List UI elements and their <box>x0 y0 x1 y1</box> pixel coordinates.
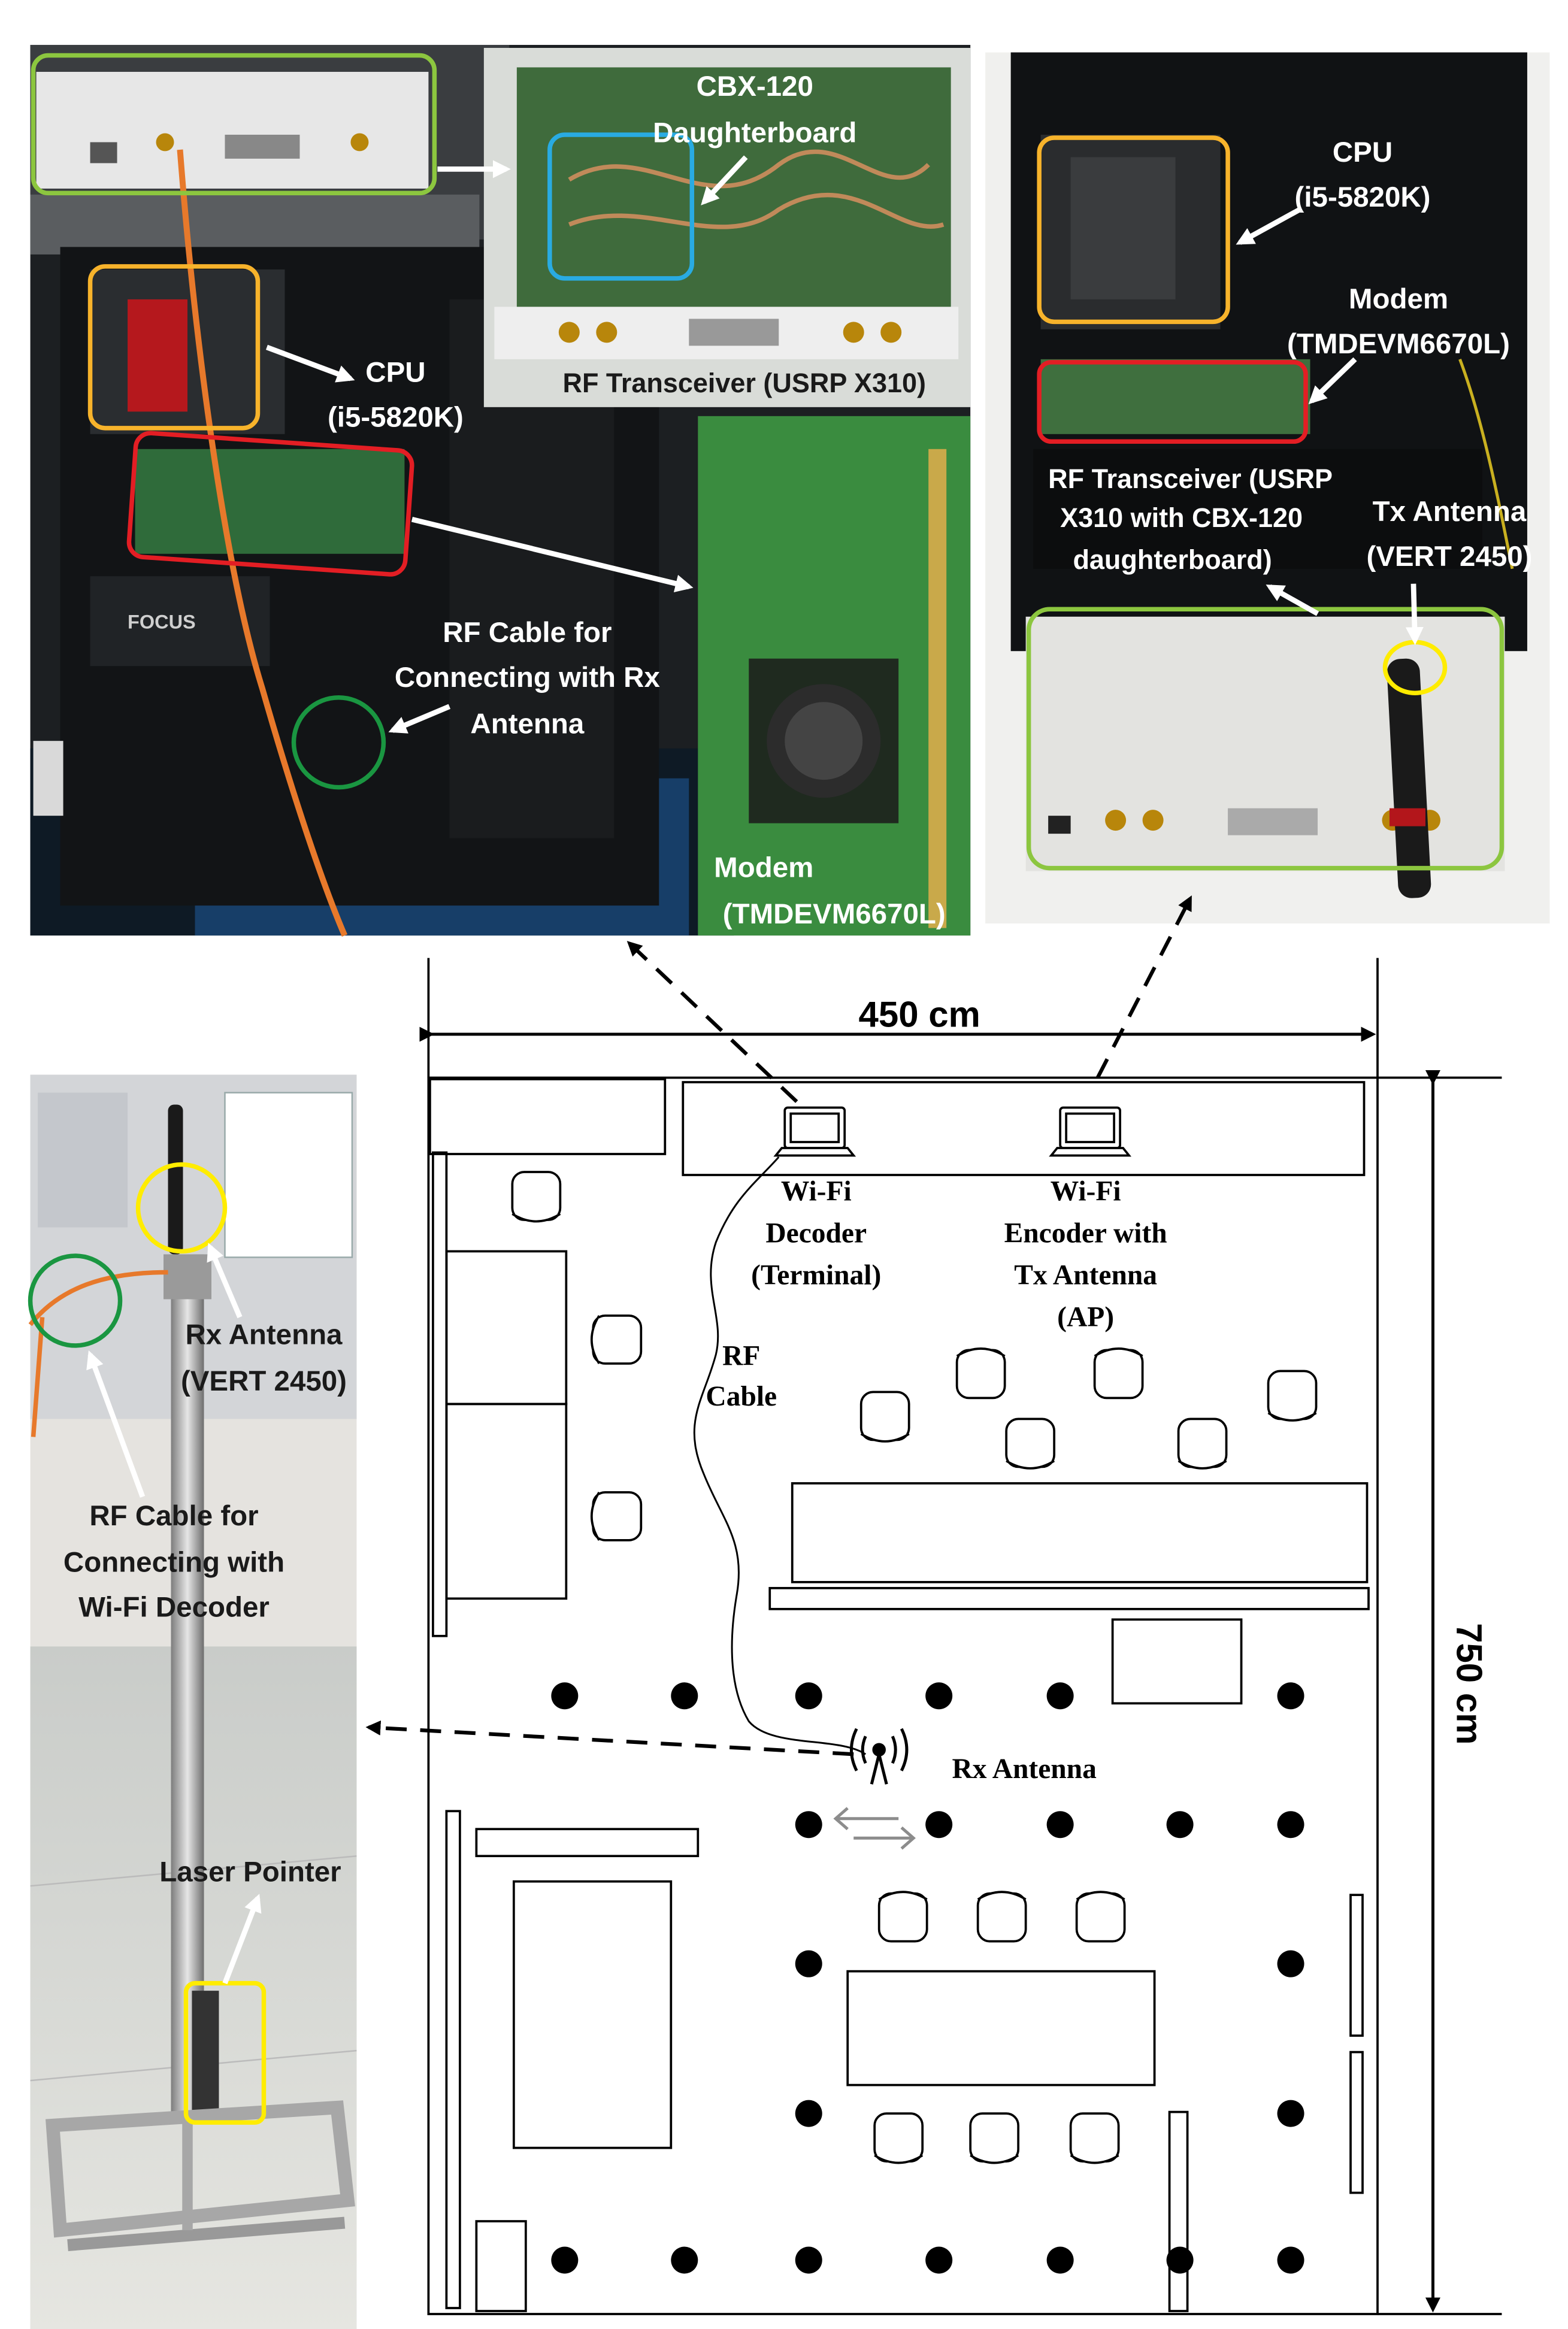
photo-ap-pc <box>985 52 1550 924</box>
laser-pointer-label: Laser Pointer <box>159 1856 341 1888</box>
height-label: 750 cm <box>1449 1623 1489 1745</box>
encoder-label-line4: (AP) <box>1057 1301 1114 1332</box>
rx-antenna-label: Rx Antenna <box>952 1753 1097 1785</box>
room-outline <box>427 1076 1379 2315</box>
photo3-arrows <box>86 1243 262 1985</box>
floorplan-dimensions: 450 cm 750 cm <box>858 995 1489 1745</box>
cpu-label-line2: (i5-5820K) <box>328 401 464 433</box>
modem-label-line1: Modem <box>714 852 813 884</box>
ap-modem-highlight-frame <box>1037 360 1308 444</box>
photo-rx-stand <box>28 1074 357 2329</box>
cpu-highlight-frame <box>87 264 261 431</box>
rf-cable-label-line3: Antenna <box>470 708 584 740</box>
cable-highlight-circle <box>291 695 386 790</box>
photo1-labels: CBX-120 Daughterboard CPU (i5-5820K) RF … <box>328 71 946 930</box>
dashed-link-arrows <box>365 895 1192 1756</box>
rf-cable-label-line1: RF Cable for <box>443 617 612 649</box>
modem-label-line2: (TMDEVM6670L) <box>723 898 946 930</box>
cpu-label-line1: CPU <box>365 356 425 388</box>
ap-cpu-label-line1: CPU <box>1333 137 1393 168</box>
rf-cable-label-line1: RF <box>722 1340 760 1371</box>
rf-cable-label-line2: Connecting with Rx <box>395 662 661 693</box>
laptop-decoder-icon <box>773 1106 856 1157</box>
rx-label-line2: (VERT 2450) <box>181 1365 347 1397</box>
ap-modem-label-line1: Modem <box>1349 283 1448 315</box>
rx-cable-label-line2: Connecting with <box>63 1546 284 1578</box>
rf-cable-line <box>693 1156 867 1755</box>
cbx-highlight-frame <box>547 132 695 281</box>
modem-highlight-frame <box>126 431 414 577</box>
photo2-labels: CPU (i5-5820K) Modem (TMDEVM6670L) RF Tr… <box>1048 137 1532 575</box>
tx-antenna-label-line2: (VERT 2450) <box>1366 541 1532 573</box>
rx-cable-label-line1: RF Cable for <box>89 1500 258 1532</box>
rf-transceiver-label: RF Transceiver (USRP X310) <box>563 368 927 398</box>
encoder-label-line1: Wi-Fi <box>1051 1176 1121 1207</box>
chairs <box>511 1171 1318 2164</box>
decoder-label-line2: Decoder <box>765 1217 867 1249</box>
ap-cpu-highlight-frame <box>1037 135 1230 325</box>
case-brand-text: FOCUS <box>128 611 196 633</box>
rx-antenna-icon <box>850 1728 909 1785</box>
floor-plan <box>419 958 1502 2315</box>
encoder-label-line3: Tx Antenna <box>1014 1259 1157 1291</box>
desk-top <box>682 1081 1366 1176</box>
ap-usrp-highlight-frame <box>1026 607 1505 871</box>
decoder-label-line1: Wi-Fi <box>781 1176 852 1207</box>
rx-cable-highlight <box>28 1253 123 1348</box>
laptop-encoder-icon <box>1049 1106 1132 1157</box>
cbx-label-line1: CBX-120 <box>697 71 813 102</box>
ap-rf-label-line2: X310 with CBX-120 <box>1060 502 1303 533</box>
encoder-label-line2: Encoder with <box>1004 1217 1167 1249</box>
decoder-label-line3: (Terminal) <box>751 1259 881 1291</box>
ap-rf-label-line1: RF Transceiver (USRP <box>1048 464 1333 494</box>
rx-cable-label-line3: Wi-Fi Decoder <box>78 1591 270 1623</box>
photo-terminal-pc: FOCUS <box>30 44 971 937</box>
rx-label-line1: Rx Antenna <box>185 1319 343 1350</box>
rx-antenna-highlight <box>135 1162 228 1254</box>
photo1-arrows <box>265 155 748 734</box>
movement-arrow <box>833 1807 916 1850</box>
ap-rf-label-line3: daughterboard) <box>1073 544 1272 575</box>
measurement-points <box>551 1682 1304 2274</box>
photo3-labels: Rx Antenna (VERT 2450) RF Cable for Conn… <box>63 1319 347 1888</box>
tx-antenna-label-line1: Tx Antenna <box>1373 496 1527 528</box>
photo2-arrows <box>1236 207 1424 646</box>
rf-cable-label-line2: Cable <box>706 1381 777 1412</box>
ap-cpu-label-line2: (i5-5820K) <box>1295 181 1431 213</box>
cbx-label-line2: Daughterboard <box>653 117 856 149</box>
ap-modem-label-line2: (TMDEVM6670L) <box>1287 328 1510 360</box>
usrp-highlight-frame <box>31 53 437 196</box>
floorplan-labels: Wi-Fi Decoder (Terminal) Wi-Fi Encoder w… <box>706 1176 1167 1785</box>
width-label: 450 cm <box>858 995 980 1035</box>
